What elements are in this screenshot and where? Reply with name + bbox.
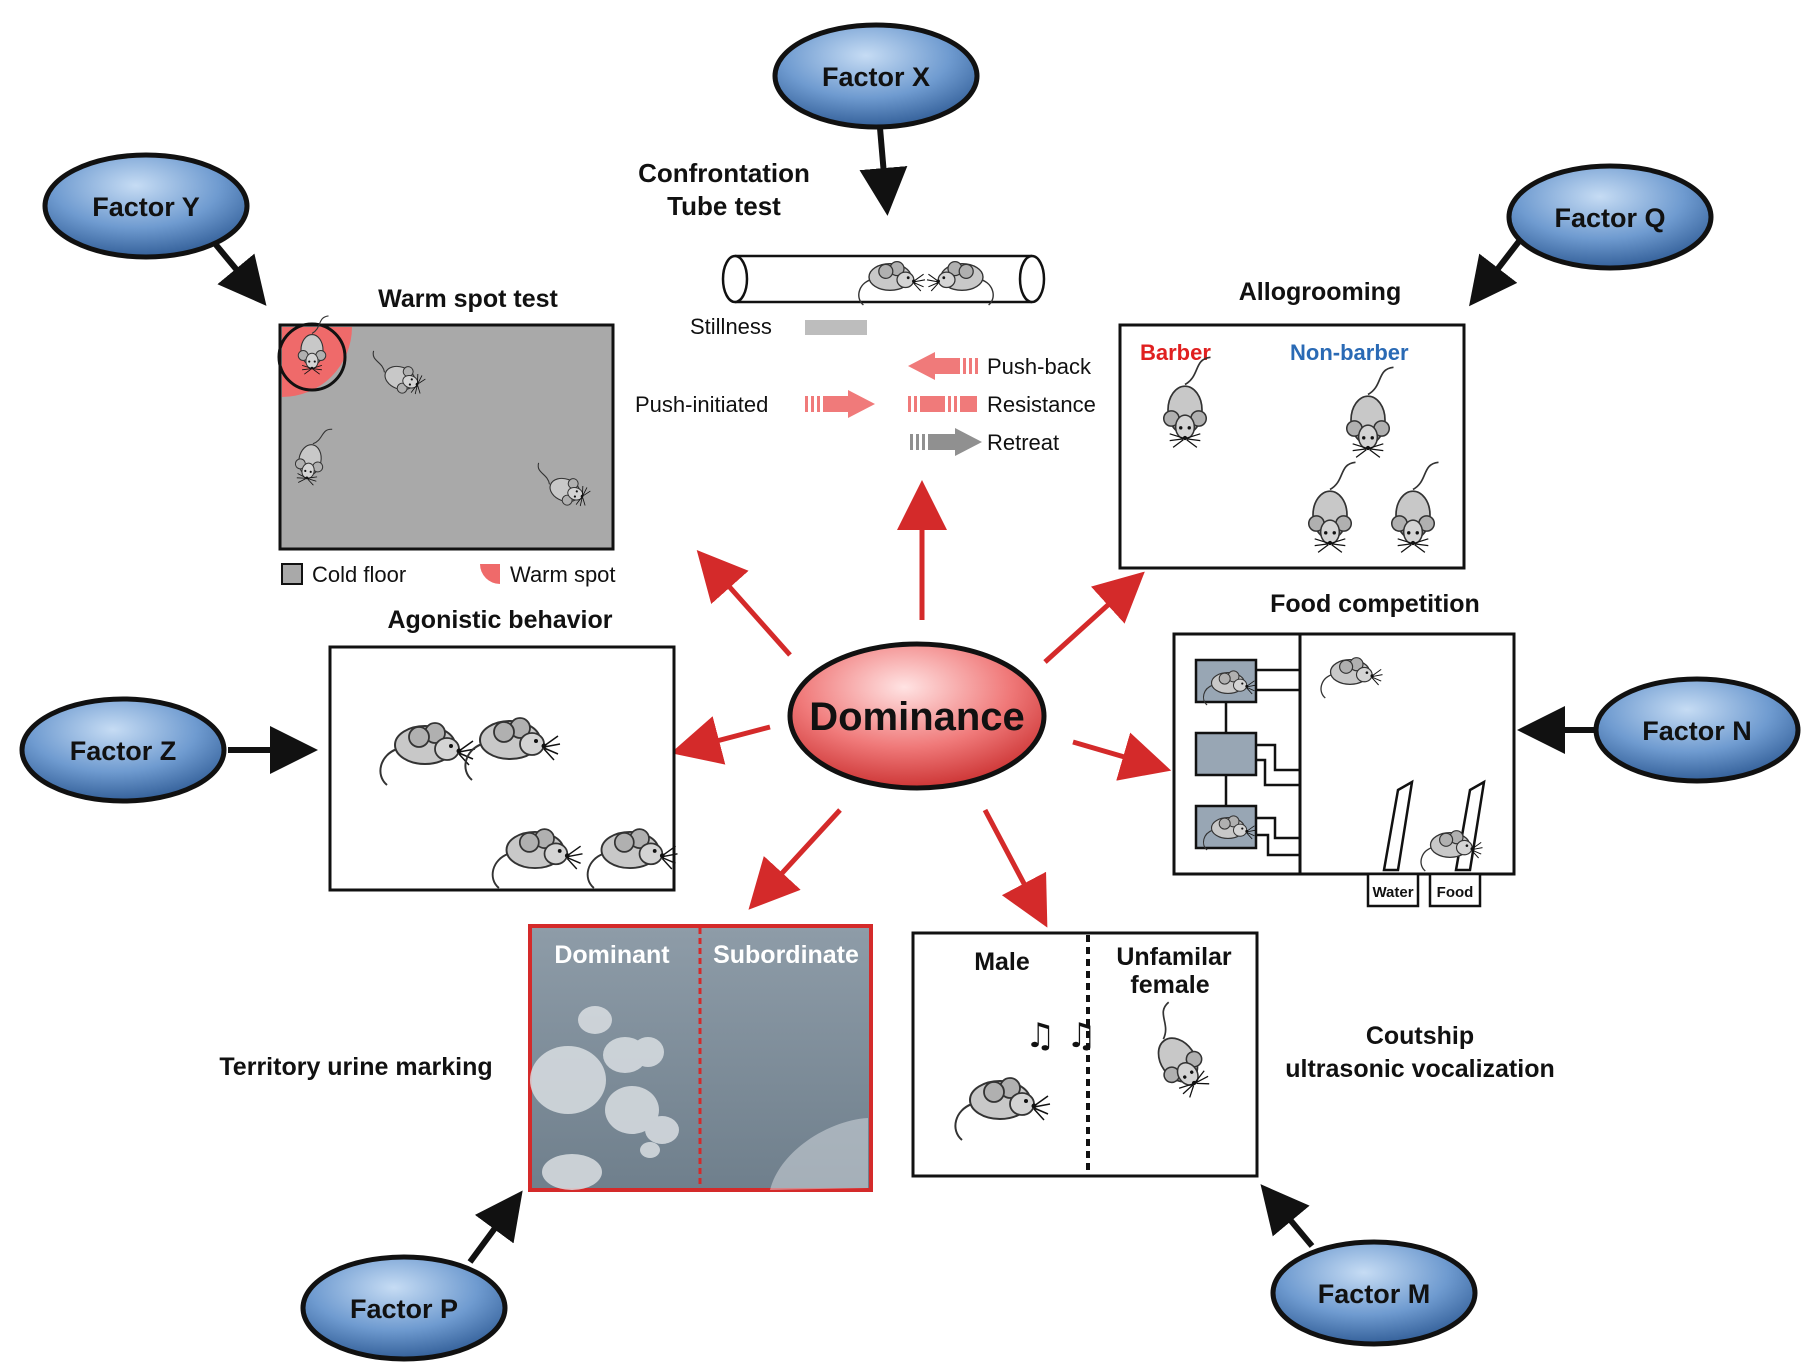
female-label-line1: Unfamilar [1116,943,1232,971]
factor-p-label: Factor P [350,1294,458,1324]
resistance-label: Resistance [987,392,1096,417]
arrow-factor-m [1260,1184,1315,1248]
water-box [1366,872,1420,908]
dominant-label: Dominant [554,941,670,969]
non-barber-label: Non-barber [1290,340,1409,365]
push-back-label: Push-back [987,354,1092,379]
arrow-to-agonistic [670,716,771,765]
arrow-to-warm-spot [696,550,792,657]
warm-spot-swatch [480,564,500,584]
barber-label: Barber [1140,340,1211,365]
tube-test-title-line2: Tube test [667,191,781,221]
food-competition-panel: Food competition Water Food [1172,590,1516,908]
music-notes-icon: ♫ ♫ [1025,1016,1097,1056]
stillness-bar-icon [805,320,867,335]
push-back-arrow-icon [908,352,978,380]
factor-n-node: Factor N [1593,676,1801,784]
water-label: Water [1372,884,1413,901]
food-competition-title: Food competition [1270,590,1480,618]
retreat-label: Retreat [987,430,1059,455]
urine-marking-title: Territory urine marking [219,1053,492,1081]
agonistic-title: Agonistic behavior [387,606,612,634]
courtship-title-line2: ultrasonic vocalization [1285,1055,1555,1083]
arrow-factor-x [859,127,908,216]
tube-test-title-line1: Confrontation [638,158,810,188]
male-label: Male [974,948,1030,976]
tube-icon [721,254,1046,306]
cold-floor-label: Cold floor [312,562,406,587]
factor-q-node: Factor Q [1506,163,1714,271]
cage-middle [1194,731,1258,777]
factor-m-label: Factor M [1318,1279,1431,1309]
urine-spots [530,1006,868,1190]
factor-q-label: Factor Q [1554,203,1665,233]
dominance-arrows [670,480,1172,928]
factor-p-node: Factor P [300,1254,508,1362]
arrow-to-courtship [982,808,1048,928]
push-initiated-label: Push-initiated [635,392,768,417]
factor-y-label: Factor Y [92,192,200,222]
food-box [1428,872,1482,908]
factor-m-node: Factor M [1270,1239,1478,1347]
factor-x-label: Factor X [822,62,930,92]
warm-spot-circle [277,322,347,392]
food-label: Food [1437,884,1474,901]
agonistic-panel: Agonistic behavior [328,606,679,892]
factor-x-node: Factor X [772,22,980,130]
dominance-label: Dominance [809,695,1025,739]
allogrooming-panel: Allogrooming Barber Non-barber [1118,278,1466,570]
retreat-arrow-icon [910,428,982,456]
arrow-to-urine-marking [748,808,842,910]
resistance-bar-icon [908,396,977,412]
warm-spot-label: Warm spot [510,562,616,587]
courtship-title-line1: Coutship [1366,1022,1474,1050]
subordinate-label: Subordinate [713,941,859,969]
factor-y-node: Factor Y [42,152,250,260]
tube-test-panel: Confrontation Tube test Stillness Push-i… [635,158,1096,456]
arrow-to-food-competition [1072,732,1172,781]
arrow-to-allogrooming [1043,571,1145,664]
warm-spot-panel: Warm spot test Cold floor Warm spot [277,285,616,587]
factor-z-node: Factor Z [19,696,227,804]
dominance-node: Dominance [787,641,1047,791]
arrow-factor-p [467,1190,523,1264]
allogrooming-title: Allogrooming [1239,278,1401,306]
arrow-factor-q [1469,238,1523,307]
stillness-label: Stillness [690,314,772,339]
female-label-line2: female [1130,971,1209,999]
cold-floor-swatch [281,563,303,585]
arrow-factor-y [209,238,267,306]
factor-z-label: Factor Z [70,736,177,766]
agonistic-box [328,645,676,892]
factor-n-label: Factor N [1642,716,1752,746]
urine-marking-panel: Territory urine marking Dominant Subordi… [219,924,873,1192]
push-initiated-arrow-icon [805,390,875,418]
factor-arrows [209,127,1598,1264]
warm-spot-title: Warm spot test [378,285,558,313]
courtship-panel: Male Unfamilar female ♫ ♫ Coutship ultra… [911,931,1555,1178]
